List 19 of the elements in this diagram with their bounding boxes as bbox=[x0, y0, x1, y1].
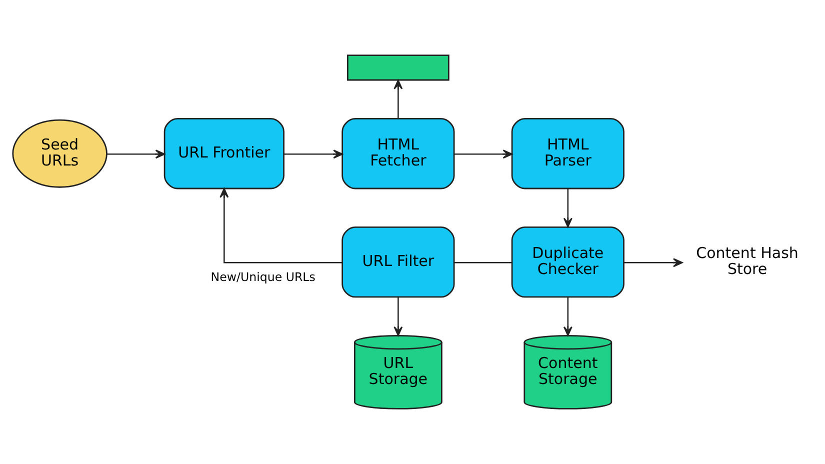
node-box: HTML Parser bbox=[511, 118, 624, 190]
arrow bbox=[563, 188, 572, 228]
arrow bbox=[563, 297, 572, 336]
node-ellipse: Seed URLs bbox=[12, 119, 108, 188]
node-box: URL Filter bbox=[342, 226, 455, 298]
node-box bbox=[347, 54, 450, 81]
connector bbox=[454, 262, 512, 264]
arrow bbox=[394, 80, 403, 119]
arrow bbox=[394, 297, 403, 336]
node-box: URL Frontier bbox=[164, 118, 284, 190]
arrow bbox=[106, 150, 166, 159]
node-text: Content Hash Store bbox=[696, 244, 798, 278]
arrow bbox=[284, 150, 343, 159]
edge-label: New/Unique URLs bbox=[210, 270, 316, 284]
arrow bbox=[454, 150, 513, 159]
arrow bbox=[220, 188, 342, 264]
arrow bbox=[624, 258, 683, 268]
node-box: Duplicate Checker bbox=[511, 226, 624, 298]
node-box: HTML Fetcher bbox=[342, 118, 455, 190]
